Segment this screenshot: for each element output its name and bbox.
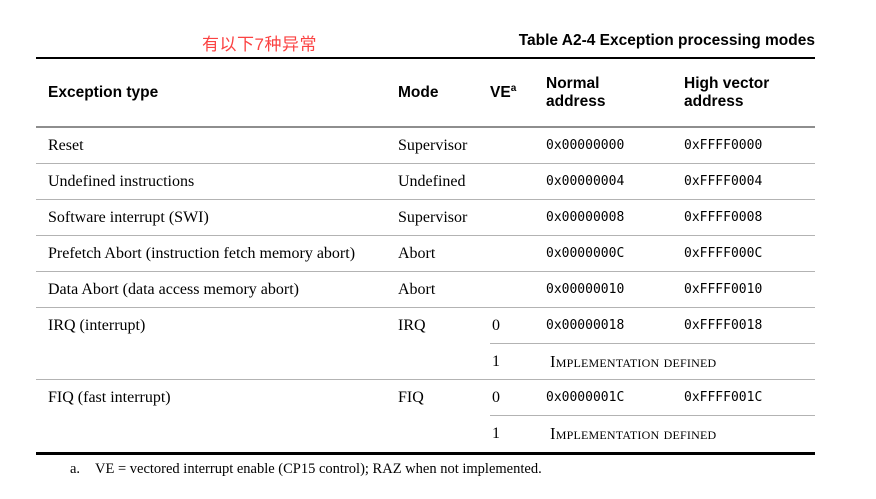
table-footnote: a. VE = vectored interrupt enable (CP15 c… [70, 461, 542, 478]
cell-mode: Abort [398, 236, 490, 272]
column-header-high-vector-address: High vector address [684, 74, 770, 110]
cell-ve [490, 236, 546, 272]
cell-high-vector-address: 0xFFFF0000 [684, 128, 815, 164]
cell-exception-type: Undefined instructions [36, 164, 398, 200]
cell-high-vector-address: 0xFFFF001C [684, 380, 815, 416]
cell-mode: Supervisor [398, 128, 490, 164]
footnote-marker: a. [70, 461, 81, 477]
cell-high-vector-address: 0xFFFF0010 [684, 272, 815, 308]
cell-normal-address: 0x00000008 [546, 200, 684, 236]
table-row-fiq: FIQ (fast interrupt) FIQ 0 0x0000001C 0x… [36, 380, 815, 416]
table-row-undefined: Undefined instructions Undefined 0x00000… [36, 164, 815, 200]
cell-normal-address: 0x0000001C [546, 380, 684, 416]
table-row-data-abort: Data Abort (data access memory abort) Ab… [36, 272, 815, 308]
cell-implementation-defined: Implementation defined [550, 424, 717, 443]
cell-exception-type: FIQ (fast interrupt) [48, 389, 171, 406]
cell-normal-address: 0x00000018 [546, 308, 684, 344]
cell-ve: 0 [490, 308, 546, 344]
table-row-irq: IRQ (interrupt) IRQ 0 0x00000018 0xFFFF0… [36, 308, 815, 344]
cell-ve: 1 [492, 425, 500, 442]
cell-exception-type [36, 344, 398, 380]
cell-ve [490, 272, 546, 308]
cell-exception-type: Data Abort (data access memory abort) [36, 272, 398, 308]
cell-normal-address: 0x00000000 [546, 128, 684, 164]
exception-table: Exception type Mode VEa Normal address H… [36, 57, 815, 455]
cell-high-vector-address: 0xFFFF000C [684, 236, 815, 272]
cell-normal-address: 0x00000004 [546, 164, 684, 200]
cell-exception-type: IRQ (interrupt) [48, 317, 146, 334]
table-row-swi: Software interrupt (SWI) Supervisor 0x00… [36, 200, 815, 236]
table-row-prefetch-abort: Prefetch Abort (instruction fetch memory… [36, 236, 815, 272]
cell-ve [490, 164, 546, 200]
cell-high-vector-address: 0xFFFF0004 [684, 164, 815, 200]
cell-mode: Supervisor [398, 200, 490, 236]
red-annotation-text: 有以下7种异常 [202, 35, 317, 54]
cell-exception-type: Reset [36, 128, 398, 164]
table-row-reset: Reset Supervisor 0x00000000 0xFFFF0000 [36, 128, 815, 164]
cell-exception-type [36, 416, 398, 452]
column-header-ve: VEa [490, 82, 517, 101]
cell-ve [490, 200, 546, 236]
cell-high-vector-address: 0xFFFF0018 [684, 308, 815, 344]
cell-ve: 1 [490, 344, 546, 380]
table-row-fiq-implementation-defined: 1 Implementation defined [36, 416, 815, 452]
cell-normal-address: 0x0000000C [546, 236, 684, 272]
cell-ve: 0 [490, 380, 546, 416]
column-header-normal-address: Normal address [546, 74, 606, 110]
table-header-row: Exception type Mode VEa Normal address H… [36, 59, 815, 128]
cell-mode [398, 416, 490, 452]
cell-normal-address: 0x00000010 [546, 272, 684, 308]
table-title: Table A2-4 Exception processing modes [518, 32, 815, 49]
footnote-text: VE = vectored interrupt enable (CP15 con… [95, 461, 542, 477]
cell-mode: FIQ [398, 389, 424, 406]
cell-exception-type: Prefetch Abort (instruction fetch memory… [36, 236, 398, 272]
cell-mode: IRQ [398, 317, 426, 334]
cell-exception-type: Software interrupt (SWI) [36, 200, 398, 236]
column-header-exception-type: Exception type [48, 83, 159, 101]
cell-mode [398, 344, 490, 380]
column-header-mode: Mode [398, 83, 439, 101]
cell-mode: Abort [398, 272, 490, 308]
ve-footnote-ref: a [510, 82, 517, 94]
cell-ve [490, 128, 546, 164]
cell-high-vector-address: 0xFFFF0008 [684, 200, 815, 236]
cell-mode: Undefined [398, 164, 490, 200]
table-row-irq-implementation-defined: 1 Implementation defined [36, 344, 815, 380]
cell-implementation-defined: Implementation defined [546, 344, 815, 380]
